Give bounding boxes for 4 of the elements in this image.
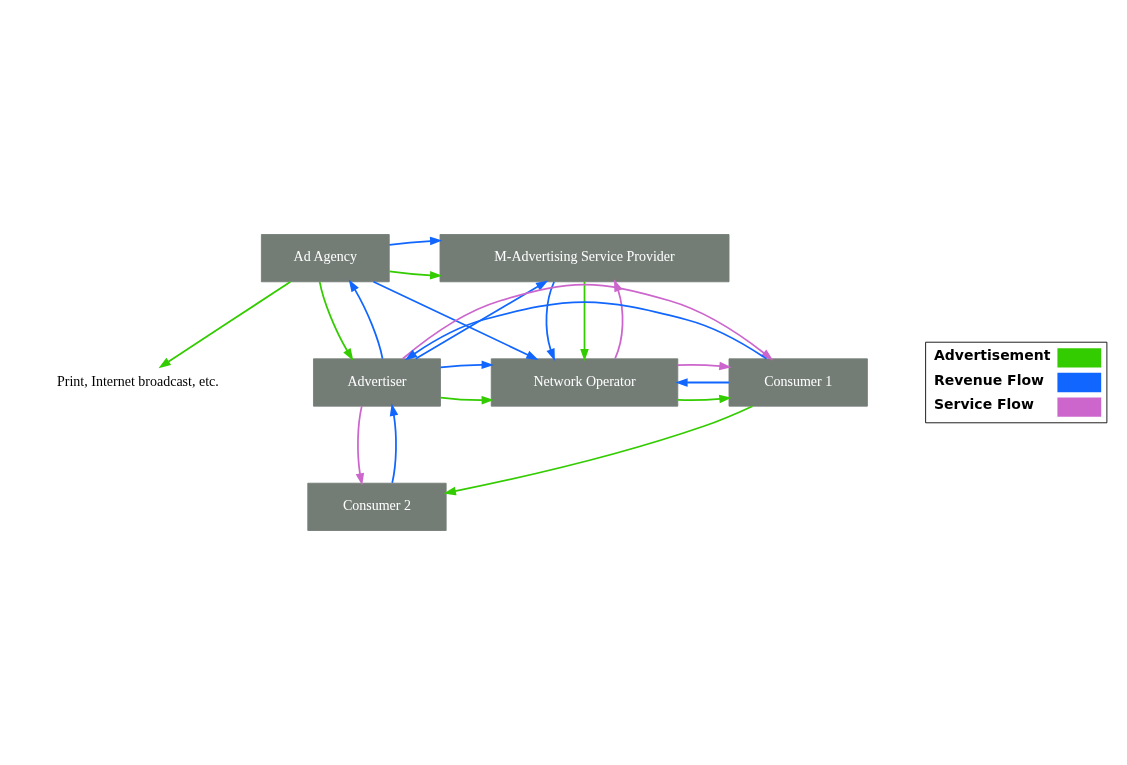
legend-label: Advertisement: [933, 347, 1051, 364]
legend-label: Revenue Flow: [933, 371, 1045, 388]
node-text: Print, Internet broadcast, etc.: [57, 373, 219, 389]
legend-label: Service Flow: [933, 396, 1034, 413]
